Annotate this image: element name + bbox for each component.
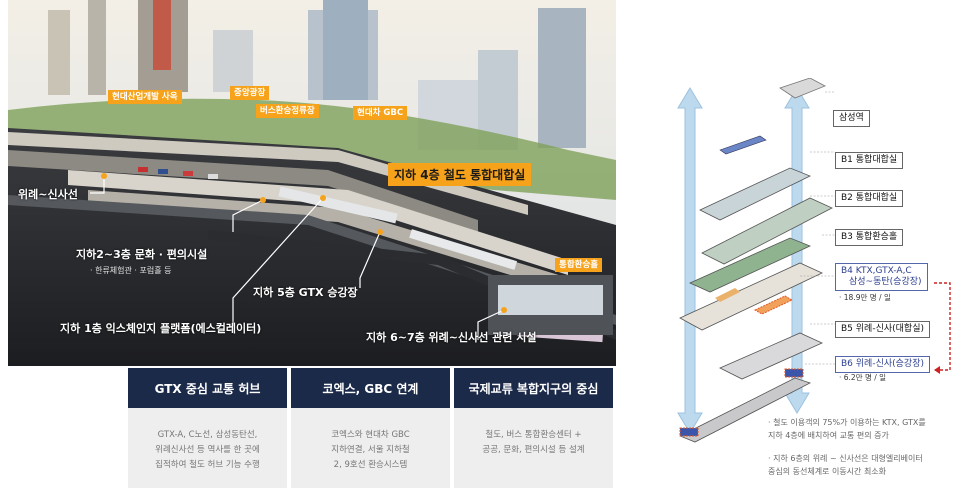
card-line: 코엑스와 현대차 GBC bbox=[331, 430, 410, 440]
level-section-drawing bbox=[677, 78, 951, 443]
tag-transfer-hall: 통합환승홀 bbox=[555, 258, 603, 272]
card-line: GTX-A, C노선, 삼성동탄선, bbox=[157, 430, 258, 440]
feature-card-coex-gbc: 코엑스, GBC 연계 코엑스와 현대차 GBC 지하연결, 서울 지하철 2,… bbox=[291, 368, 450, 488]
note-line: · 철도 이용객의 75%가 이용하는 KTX, GTX를 bbox=[768, 418, 926, 427]
main-hall-label: 지하 4층 철도 통합대합실 bbox=[388, 163, 532, 186]
feature-card-gtx-hub: GTX 중심 교통 허브 GTX-A, C노선, 삼성동탄선, 위례신사선 등 … bbox=[128, 368, 287, 488]
tag-hyundai-hq: 현대산업개발 사옥 bbox=[108, 90, 182, 104]
card-line: 지하연결, 서울 지하철 bbox=[331, 445, 410, 455]
station-level-section: 삼성역 B1 통합대합실 B2 통합대합실 B3 통합환승홀 B4 KTX,GT… bbox=[660, 78, 966, 495]
feature-card-international-hub: 국제교류 복합지구의 중심 철도, 버스 통합환승센터 + 공공, 문화, 편의… bbox=[454, 368, 613, 488]
card-title: 국제교류 복합지구의 중심 bbox=[454, 368, 613, 408]
callout-b1: 지하 1층 익스체인지 플랫폼(에스컬레이터) bbox=[60, 322, 262, 335]
level-b3: B3 통합환승홀 bbox=[835, 229, 904, 246]
card-line: 철도, 버스 통합환승센터 + bbox=[485, 430, 582, 440]
level-b6-ridership: · 6.2만 명 / 일 bbox=[839, 373, 887, 382]
card-body: 코엑스와 현대차 GBC 지하연결, 서울 지하철 2, 9호선 환승시스템 bbox=[291, 408, 450, 473]
callout-wirye-line: 위례~신사선 bbox=[18, 188, 78, 201]
card-line: 집적하여 철도 허브 기능 수행 bbox=[155, 460, 260, 470]
card-body: 철도, 버스 통합환승센터 + 공공, 문화, 편의시설 등 설계 bbox=[454, 408, 613, 458]
tag-bus-transfer: 버스환승정류장 bbox=[256, 104, 319, 118]
level-samsung-station: 삼성역 bbox=[833, 110, 870, 127]
note-line: · 지하 6층의 위례 ~ 신사선은 대형엘리베이터 bbox=[768, 454, 923, 463]
callout-b2b3: 지하2~3층 문화 · 편의시설 bbox=[76, 248, 208, 261]
section-note-2: · 지하 6층의 위례 ~ 신사선은 대형엘리베이터 중심의 동선체계로 이동시… bbox=[768, 452, 923, 478]
card-title: 코엑스, GBC 연계 bbox=[291, 368, 450, 408]
level-b5: B5 위례-신사(대합실) bbox=[835, 321, 930, 338]
note-line: 지하 4층에 배치하여 교통 편의 증가 bbox=[768, 431, 889, 440]
callout-b6b7: 지하 6~7층 위례~신사선 관련 시설 bbox=[366, 331, 537, 344]
card-line: 2, 9호선 환승시스템 bbox=[333, 460, 408, 470]
level-b6: B6 위례-신사(승강장) bbox=[835, 356, 930, 373]
section-note-1: · 철도 이용객의 75%가 이용하는 KTX, GTX를 지하 4층에 배치하… bbox=[768, 416, 926, 442]
card-line: 위례신사선 등 역사를 한 곳에 bbox=[155, 445, 260, 455]
card-line: 공공, 문화, 편의시설 등 설계 bbox=[482, 445, 585, 455]
level-b4-ridership: · 18.9만 명 / 일 bbox=[839, 293, 891, 302]
callout-b5: 지하 5층 GTX 승강장 bbox=[253, 286, 358, 299]
card-body: GTX-A, C노선, 삼성동탄선, 위례신사선 등 역사를 한 곳에 집적하여… bbox=[128, 408, 287, 473]
tag-hyundai-gbc: 현대차 GBC bbox=[353, 106, 408, 120]
level-b4-line2: 삼성~동탄(승강장) bbox=[849, 277, 922, 287]
tag-central-plaza: 중앙광장 bbox=[230, 86, 270, 100]
station-cutaway-illustration: 현대산업개발 사옥 중앙광장 버스환승정류장 현대차 GBC 통합환승홀 지하 … bbox=[8, 0, 616, 366]
callout-b2b3-sub: · 한류체험관 · 포럼홀 등 bbox=[90, 266, 172, 275]
note-line: 중심의 동선체계로 이동시간 최소화 bbox=[768, 467, 887, 476]
level-b4-line1: B4 KTX,GTX-A,C bbox=[841, 266, 912, 276]
level-b2: B2 통합대합실 bbox=[835, 190, 904, 207]
level-b1: B1 통합대합실 bbox=[835, 152, 904, 169]
level-b4: B4 KTX,GTX-A,C 삼성~동탄(승강장) bbox=[835, 263, 928, 291]
card-title: GTX 중심 교통 허브 bbox=[128, 368, 287, 408]
